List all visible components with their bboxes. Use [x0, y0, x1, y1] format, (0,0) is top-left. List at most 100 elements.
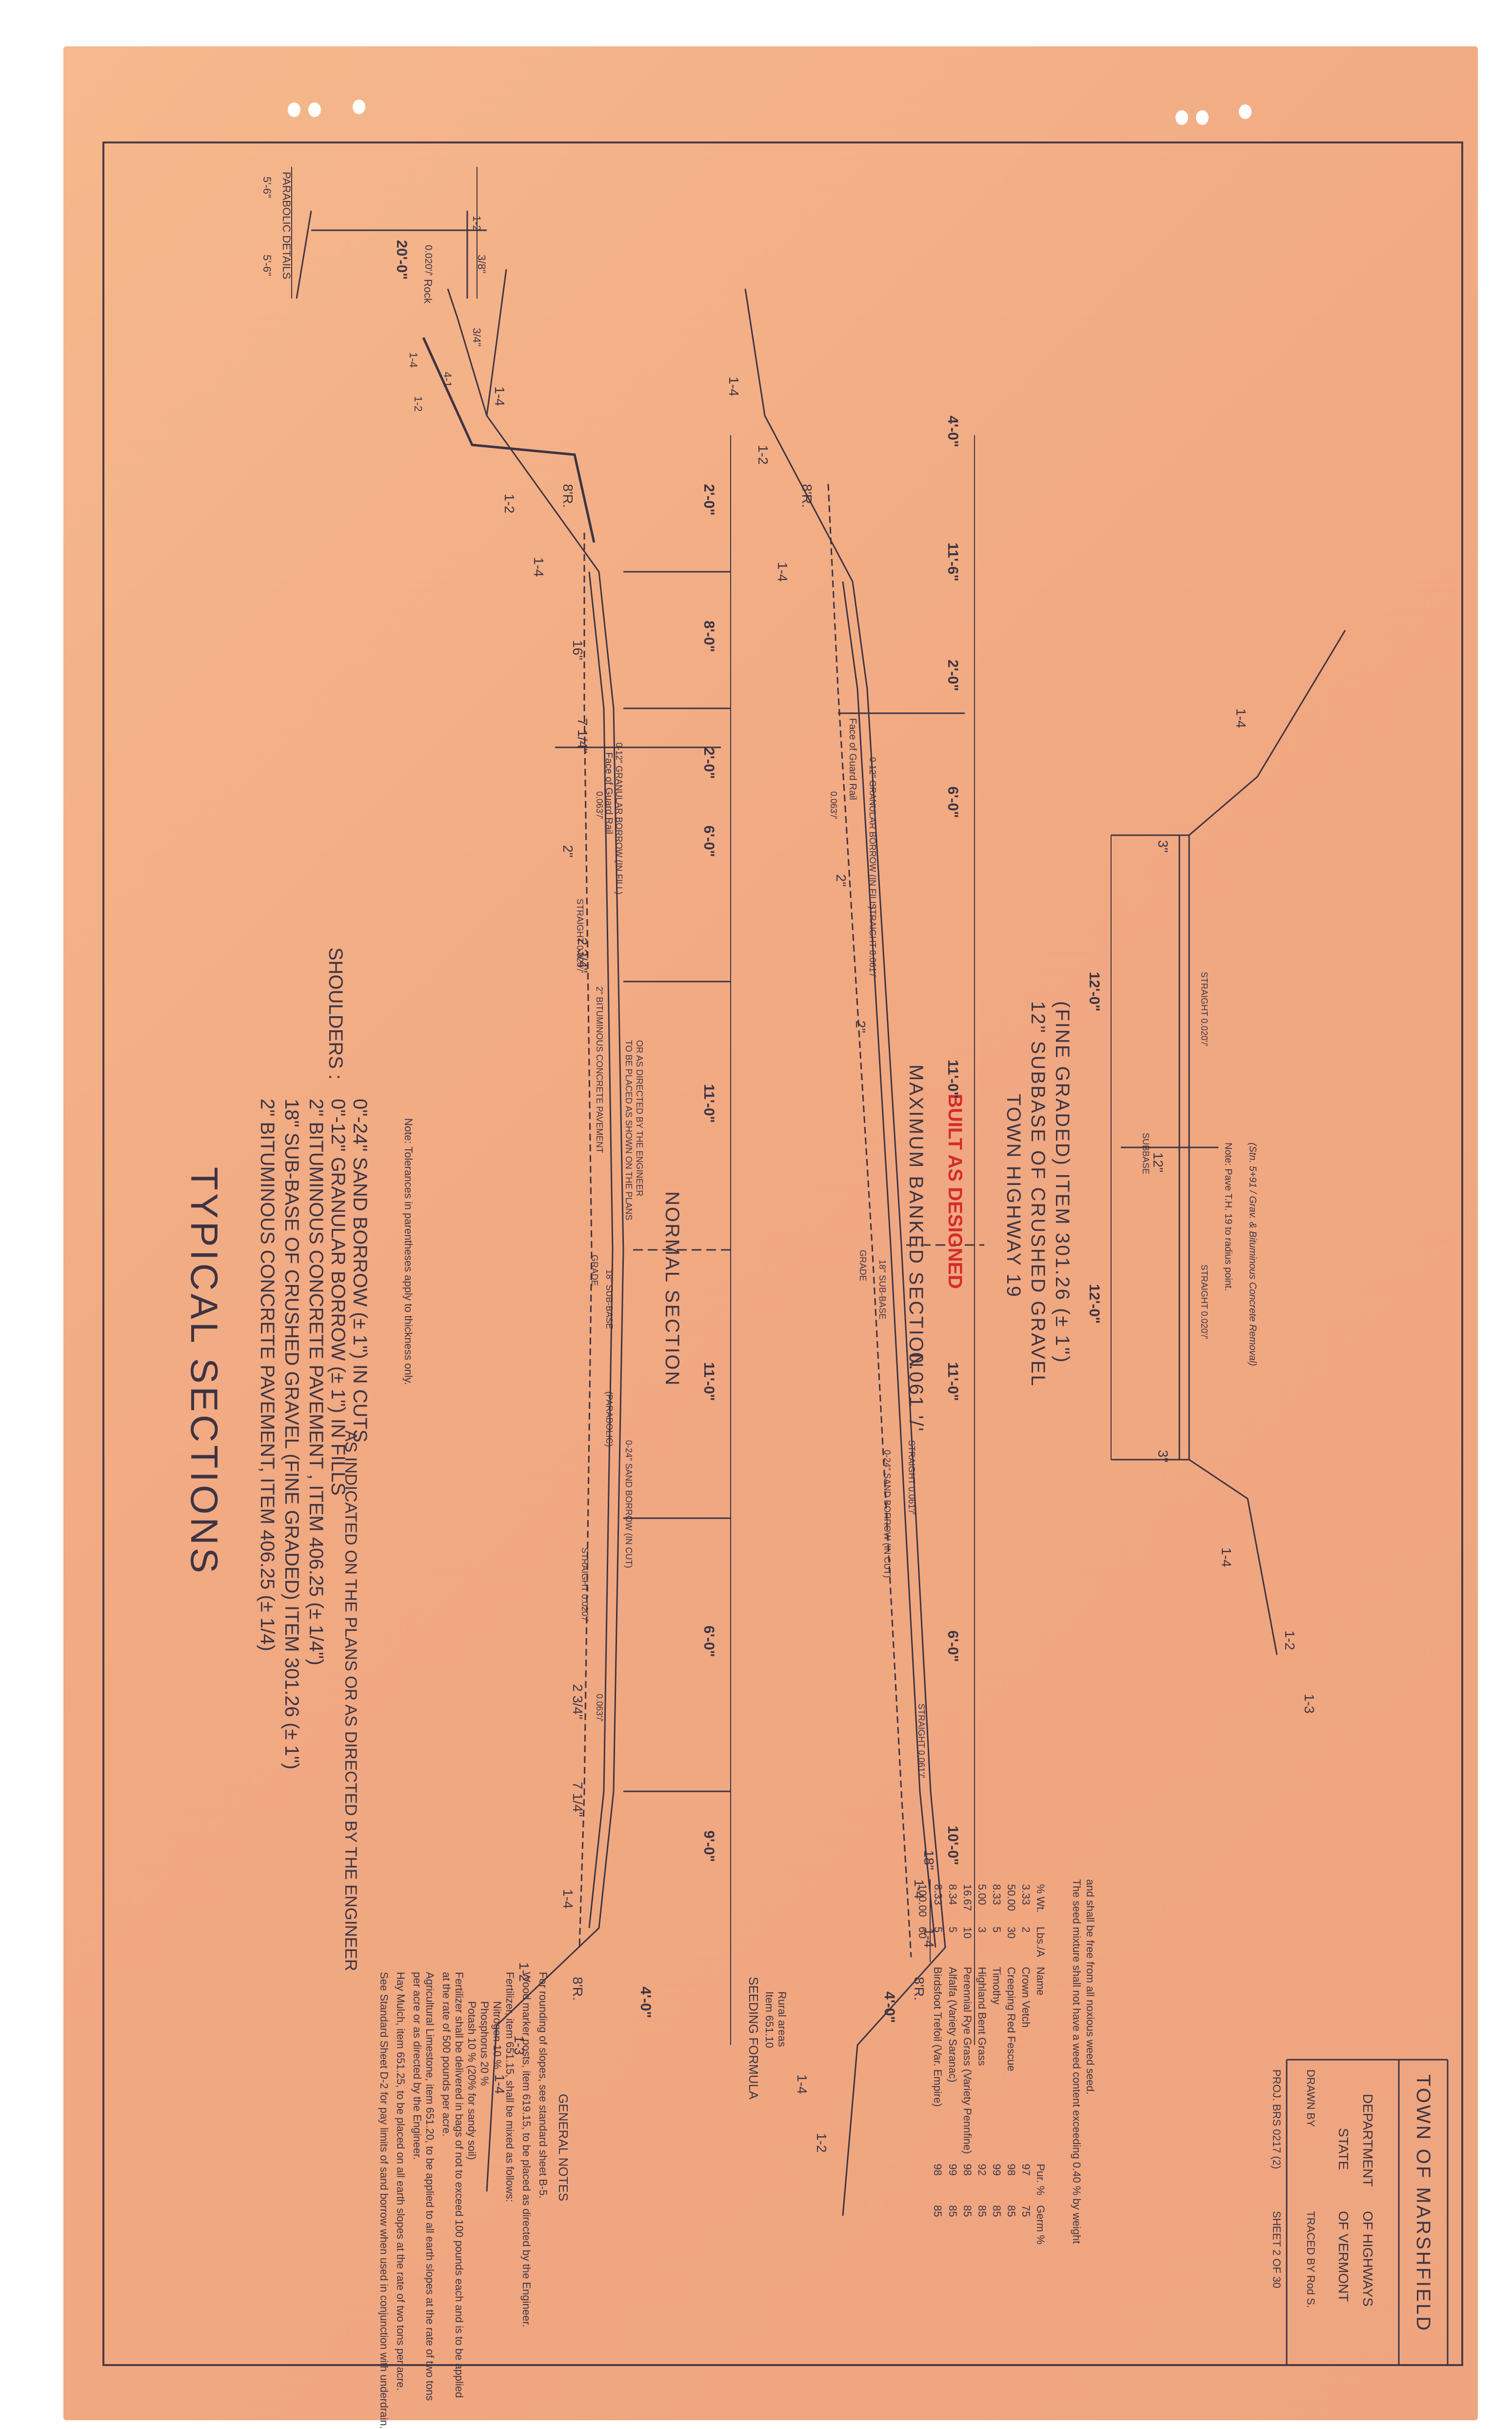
drawing-title: TYPICAL SECTIONS	[183, 1167, 226, 1576]
dimension: 11'-0"	[945, 1060, 961, 1099]
thickness-label: 2"	[560, 845, 576, 858]
thickness-label: 2"	[834, 874, 849, 887]
dimension: 6'-0"	[945, 1630, 961, 1662]
general-notes: GENERAL NOTES For rounding of slopes, se…	[378, 1972, 571, 2429]
note-line: Hay Mulch, item 651.25, to be placed on …	[395, 1972, 407, 2391]
slope-ratio: 1-4	[1219, 1547, 1234, 1567]
punch-hole	[1196, 110, 1209, 125]
slope-label: STRAIGHT 0.020'/'	[580, 1547, 590, 1622]
note-line: Potash 10 % (20% for sandy soil)	[466, 2001, 478, 2160]
rock-cut	[422, 288, 596, 543]
spec-line: 18" SUB-BASE OF CRUSHED GRAVEL (FINE GRA…	[281, 1099, 302, 1770]
thickness-label: 2 3/4"	[570, 1684, 585, 1720]
slope-label: STRAIGHT 0.020'/'	[1199, 972, 1209, 1046]
slope-label: STRAIGHT 0.061'/'	[868, 903, 877, 978]
seeding-subheading: Item 651.10	[763, 1991, 776, 2048]
seeding-subheading: Rural areas	[776, 1991, 788, 2047]
dimension: 4'-0"	[945, 416, 961, 447]
radius-label: 8'R.	[799, 484, 815, 508]
thickness-label: 7 1/4"	[570, 1782, 585, 1817]
dimension: 2'-0"	[701, 484, 717, 516]
title-block-lines	[1286, 2059, 1449, 2365]
town-highway-spec: 12" SUBBASE OF CRUSHED GRAVEL	[1027, 1001, 1049, 1387]
town-name: TOWN OF MARSHFIELD	[1413, 2074, 1434, 2333]
note-line: Agricultural Limestone, item 651.20, to …	[424, 1972, 436, 2401]
thickness-label: 3"	[1155, 840, 1171, 853]
punch-hole	[353, 100, 365, 114]
thickness-label: 7 1/4"	[575, 718, 590, 754]
note-line: per acre or as directed by the Engineer.	[411, 1972, 423, 2160]
slope-ratio: 1-2	[412, 396, 424, 412]
town-highway-note: Note: Pave T.H. 19 to radius point.	[1223, 1143, 1233, 1291]
drawing-landscape: TYPICAL SECTIONS 2" BITUMINOUS CONCRETE …	[103, 142, 1462, 2429]
slope-label: STRAIGHT 0.020'/'	[1199, 1265, 1209, 1339]
banked-section-title: MAXIMUM BANKED SECTION	[905, 1064, 927, 1369]
dimension: 8'-0"	[701, 621, 717, 652]
thickness-label: 16"	[570, 640, 585, 661]
guard-rail-label: Face of Guard Rail	[847, 718, 858, 800]
tolerance-note: Note: Tolerances in parentheses apply to…	[402, 1118, 415, 1385]
rock-width-dim: 20'-0"	[394, 240, 410, 280]
borrow-label: 0-24" SAND BORROW (IN CUT)	[882, 1450, 892, 1578]
slope-ratio: 1-3	[1302, 1694, 1317, 1714]
note-line: For rounding of slopes, see standard she…	[537, 1972, 549, 2199]
general-notes-heading: GENERAL NOTES	[556, 2094, 571, 2202]
dimension: 11'-0"	[701, 1084, 717, 1123]
state-label: OF VERMONT	[1336, 2211, 1351, 2302]
punch-hole	[288, 102, 300, 117]
sub-base-label: 18" SUB-BASE	[877, 1260, 887, 1320]
borrow-label: 0-12" GRANULAR BORROW (IN FILL)	[868, 757, 877, 909]
slope-ratio: 1-2	[517, 1962, 532, 1982]
dimension: 2'-0"	[945, 660, 961, 691]
seed-col-header: Lbs./A	[1035, 1927, 1047, 1957]
dimension: 6'-0"	[945, 786, 961, 818]
thickness-label: 2 3/4"	[575, 938, 590, 973]
thickness-label: 2"	[853, 1021, 868, 1033]
dimension: 12'-0"	[1086, 972, 1102, 1012]
parabolic-dim: 5'-6"	[261, 177, 273, 198]
parabolic-dim: 3/8"	[476, 255, 488, 274]
parabolic-dim: 3/4"	[471, 328, 483, 347]
town-highway-spec: (FINE GRADED) ITEM 301.26 (± 1")	[1052, 1001, 1073, 1364]
project-number: PROJ. BRS 0217 (2)	[1271, 2069, 1283, 2169]
slope-ratio: 1-4	[407, 352, 419, 368]
slope-label: STRAIGHT 0.061'/'	[907, 1440, 916, 1515]
dimension: 2'-0"	[701, 747, 717, 779]
handwritten-note: (Stn. 5+91 / Grav. & Bituminous Concrete…	[1247, 1143, 1258, 1366]
parabolic-label: (PARABOLIC)	[604, 1391, 614, 1447]
seed-col-header: Pur. %	[1035, 2164, 1047, 2196]
slope-ratio: 1-2	[814, 2133, 829, 2153]
built-as-designed-stamp: BUILT AS DESIGNED	[944, 1094, 966, 1289]
slope-label: 0.063'/'	[595, 791, 604, 819]
slope-ratio: 1-4	[795, 2074, 810, 2094]
note-line: Fertilizer shall be delivered in bags of…	[453, 1972, 465, 2398]
grade-label: GRADE	[590, 1255, 599, 1286]
slope-label: 0.063'/'	[595, 1694, 604, 1722]
borrow-label: 0-12" GRANULAR BORROW (IN FILL)	[614, 743, 624, 895]
slope-ratio: 1-4	[531, 557, 546, 577]
banked-section-rate: 0.061 '/'	[905, 1352, 927, 1433]
slope-ratio: 1-4	[726, 377, 741, 397]
note-line: Nitrogen 10 %	[491, 2001, 503, 2069]
radius-label: 8'R.	[912, 1977, 927, 2001]
seed-col-header: Name	[1035, 1967, 1047, 1996]
thickness-label: 12"	[1151, 1152, 1166, 1173]
slope-ratio: 1-2	[756, 445, 771, 465]
slope-ratio: 1-2	[502, 494, 517, 514]
drawn-by: DRAWN BY	[1305, 2069, 1317, 2127]
slope-label: 0.063'/'	[829, 791, 838, 819]
seeding-footnote: and shall be free from all noxious weed …	[1084, 1879, 1096, 2095]
sub-base-label: 18" SUB-BASE	[604, 1269, 614, 1329]
parabolic-label: PARABOLIC DETAILS	[280, 172, 293, 280]
seed-col-header: Germ %	[1035, 2205, 1047, 2245]
dimension: 10'-0"	[945, 1826, 961, 1866]
punch-hole	[308, 102, 321, 117]
seed-col-header: % Wt.	[1035, 1884, 1047, 1913]
note-line: See Standard Sheet D-2 for pay limits of…	[378, 1972, 390, 2429]
guard-rail-label: Face of Guard Rail	[603, 752, 614, 834]
punch-hole	[1239, 104, 1252, 119]
slope-ratio: 1-4	[492, 386, 507, 406]
